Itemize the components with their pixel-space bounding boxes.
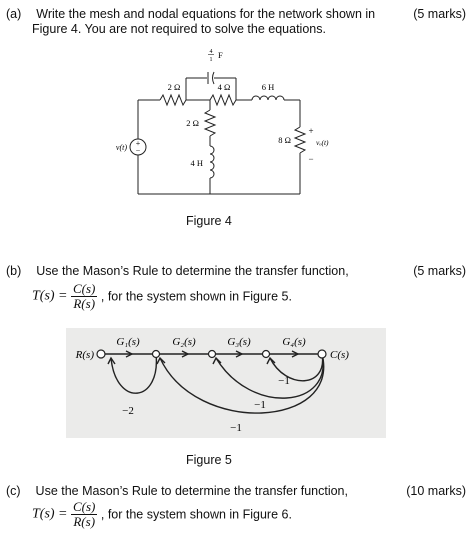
cap-label: F (218, 50, 223, 60)
arrow-head (156, 356, 166, 365)
part-c-text: (c) Use the Mason’s Rule to determine th… (6, 484, 348, 499)
tf-fraction: C(s) R(s) (71, 499, 98, 529)
figure-5-caption: Figure 5 (186, 453, 232, 467)
part-c-transfer-function: T(s) = C(s) R(s) , for the system shown … (32, 500, 292, 529)
g2-label: G₂(s) (172, 336, 196, 348)
g3-label: G₃(s) (227, 336, 251, 348)
arrow-head (212, 356, 222, 365)
fb3-label: −1 (254, 399, 266, 411)
r2-label: 4 Ω (218, 82, 231, 92)
tf-numerator: C(s) (71, 499, 98, 515)
source-minus: − (136, 146, 141, 155)
node-output (317, 349, 327, 359)
node (261, 349, 271, 359)
resistor-r4 (293, 126, 307, 154)
vo-label: vₒ(t) (316, 138, 329, 147)
arrow-head (181, 350, 190, 358)
part-a-line1: Write the mesh and nodal equations for t… (36, 7, 376, 21)
cap-frac-top: 4 (210, 49, 213, 55)
tf-fraction: C(s) R(s) (71, 281, 98, 311)
source-plus: + (136, 139, 141, 148)
feedback-branch-4 (159, 353, 325, 414)
part-a-marks: (5 marks) (413, 7, 466, 21)
g4-label: G₄(s) (282, 336, 306, 348)
r4-label: 8 Ω (278, 135, 291, 145)
arrow-head (125, 350, 134, 358)
output-label: C(s) (330, 349, 349, 361)
feedback-branch-2 (269, 353, 324, 382)
part-a-line2: Figure 4. You are not required to solve … (32, 22, 326, 36)
resistor-r2 (209, 93, 237, 107)
l2-label: 4 H (190, 158, 203, 168)
inductor-l2 (209, 145, 215, 179)
l1-label: 6 H (262, 82, 275, 92)
tf-lhs: T(s) = (32, 506, 68, 522)
part-c-marks: (10 marks) (406, 484, 466, 498)
g1-label: G₁(s) (116, 336, 140, 348)
inductor-l1 (251, 95, 285, 101)
source-label: v(t) (116, 143, 127, 152)
arrow-head (291, 350, 300, 358)
tf-tail: , for the system shown in Figure 5. (100, 289, 292, 304)
node (151, 349, 161, 359)
arrow-head (107, 356, 116, 365)
arrow-head (266, 356, 276, 365)
r1-label: 2 Ω (168, 82, 181, 92)
figure-4-circuit: + − v(t) 2 Ω 4 Ω 6 H 2 Ω 4 H 8 Ω 4 1 F +… (116, 49, 329, 195)
voltage-source-icon (129, 138, 147, 156)
resistor-r1 (159, 93, 187, 107)
part-b-line1: Use the Mason’s Rule to determine the tr… (36, 264, 349, 278)
fb4-label: −1 (230, 422, 242, 434)
fb1-label: −2 (122, 405, 134, 417)
feedback-branch-1 (110, 353, 158, 394)
tf-denominator: R(s) (73, 514, 96, 529)
part-a-label: (a) (6, 7, 22, 21)
resistor-r3 (203, 109, 217, 137)
capacitor-plate (212, 71, 215, 85)
part-b-transfer-function: T(s) = C(s) R(s) , for the system shown … (32, 282, 292, 311)
part-a-text: (a) Write the mesh and nodal equations f… (6, 7, 375, 22)
tf-numerator: C(s) (71, 281, 98, 297)
part-b-marks: (5 marks) (413, 264, 466, 278)
fb2-label: −1 (278, 375, 290, 387)
node-input (96, 349, 106, 359)
tf-lhs: T(s) = (32, 288, 68, 304)
part-c-label: (c) (6, 484, 21, 498)
part-b-text: (b) Use the Mason’s Rule to determine th… (6, 264, 349, 279)
r3-label: 2 Ω (186, 118, 199, 128)
figure-5-signal-flow-graph: R(s) C(s) G₁(s) G₂(s) G₃(s) G₄(s) −2 −1 … (66, 328, 386, 438)
tf-tail: , for the system shown in Figure 6. (100, 507, 292, 522)
node (207, 349, 217, 359)
arrow-head (235, 350, 244, 358)
feedback-branch-3 (215, 353, 324, 399)
photo-background (66, 328, 386, 438)
figure-4-caption: Figure 4 (186, 214, 232, 228)
input-label: R(s) (75, 349, 95, 361)
part-c-line1: Use the Mason’s Rule to determine the tr… (35, 484, 348, 498)
vo-plus: + (308, 126, 313, 136)
part-b-label: (b) (6, 264, 22, 278)
tf-denominator: R(s) (73, 296, 96, 311)
cap-frac-bottom: 1 (210, 57, 213, 63)
vo-minus: − (308, 154, 313, 164)
